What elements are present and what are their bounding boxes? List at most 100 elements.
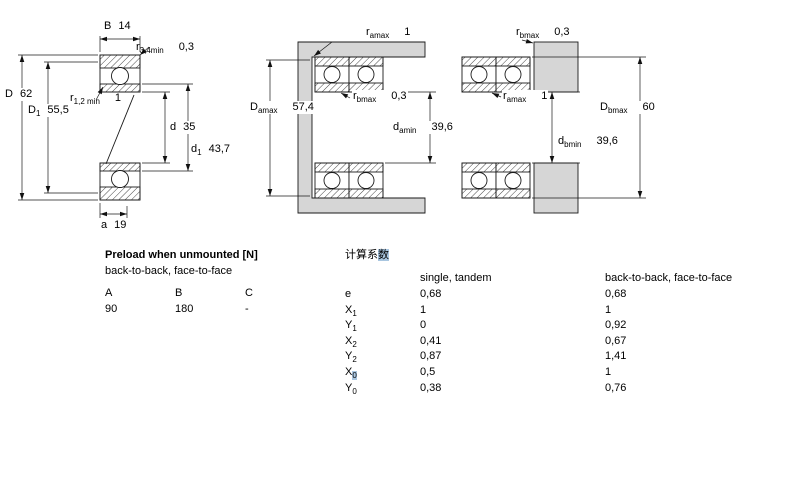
dim-symbol: r [136,41,140,53]
factor-value-single: 0,68 [420,288,442,300]
factor-value-single: 0,41 [420,334,442,347]
dim-value: 19 [114,219,127,231]
dim-subscript: bmax [356,95,377,104]
factor-value-paired: 0,76 [605,381,627,394]
factor-value-paired: 0,92 [605,319,627,332]
left-bearing-drawing [18,36,193,218]
dim-label-da-min: damin 39,6 [392,121,454,135]
factor-row-y1: Y1 0 0,92 [345,319,626,335]
dim-label-da-max: Damax 57,4 [249,101,315,115]
factor-label: e [345,288,352,300]
factors-title-highlight: 数 [378,249,389,261]
dim-value: 14 [118,20,131,32]
dim-symbol: r [516,26,520,38]
factor-row-y0: Y0 0,38 0,76 [345,382,626,398]
dim-value: 39,6 [431,121,453,133]
dim-symbol: B [104,20,112,32]
factor-value-single: 0 [420,319,427,332]
dim-subscript: bmax [519,31,540,40]
dim-symbol: D [28,104,36,116]
factor-value-paired: 1,41 [605,350,627,363]
dim-symbol: D [600,101,608,113]
preload-table: A B C 90 180 - [105,287,335,316]
factors-title: 计算系数 [345,249,389,262]
dim-subscript: amax [369,31,390,40]
dim-value: 0,3 [391,90,407,102]
preload-subtitle: back-to-back, face-to-face [105,265,233,277]
preload-col-b-header: B [175,287,183,299]
dim-symbol: D [5,88,13,100]
factors-header-single-tandem: single, tandem [420,272,492,284]
dim-subscript: 1 [197,148,202,157]
preload-col-a-header: A [105,287,113,299]
preload-section: Preload when unmounted [N] back-to-back,… [105,249,335,316]
dim-value: 55,5 [47,104,69,116]
preload-title: Preload when unmounted [N] [105,249,258,261]
dim-symbol: d [170,121,177,133]
dim-subscript: amin [399,126,417,135]
factor-row-x2: X2 0,41 0,67 [345,335,626,351]
dim-value: 57,4 [292,101,314,113]
factor-label: Y0 [345,381,357,396]
factor-value-paired: 1 [605,303,612,316]
dim-label-ra-max: ramax 1 [366,26,411,40]
dim-value: 60 [642,101,655,113]
factor-label: X0 [345,365,357,380]
dim-symbol: r [70,92,74,104]
dim-value: 0,3 [178,41,194,53]
dim-subscript: bmin [564,140,582,149]
dim-subscript: bmax [607,106,628,115]
factor-row-y2: Y2 0,87 1,41 [345,350,626,366]
factors-header-btb-ftf: back-to-back, face-to-face [605,272,733,284]
dim-label-bore-diameter: d 35 [169,121,197,134]
preload-value-b: 180 [175,303,194,315]
factor-label: X2 [345,334,357,349]
preload-value-a: 90 [105,303,118,315]
preload-col-c-header: C [245,287,253,299]
dim-label-db-max: Dbmax 60 [599,101,656,115]
factor-label: Y1 [345,319,357,334]
factor-row-x1: X1 1 1 [345,304,626,320]
factor-value-single: 0,5 [420,365,436,378]
dim-value: 1 [114,92,122,104]
dim-symbol: r [366,26,370,38]
dim-symbol: r [503,90,507,102]
dim-label-outer-diameter: D 62 [4,88,34,101]
dim-value: 1 [541,90,548,102]
dim-value: 35 [183,121,196,133]
factor-value-paired: 1 [605,365,612,378]
factor-value-single: 1 [420,303,427,316]
dim-value: 43,7 [208,143,230,155]
preload-value-c: - [245,303,249,315]
dim-value: 1 [404,26,411,38]
factor-row-e: e 0,68 0,68 [345,288,626,304]
dim-symbol: d [393,121,400,133]
factor-label: X1 [345,303,357,318]
dim-label-d1-outer-shoulder: D1 55,5 [27,104,70,118]
dim-label-width-b: B 14 [104,20,131,33]
dim-subscript: 1 [35,109,41,118]
factor-value-single: 0,38 [420,381,442,394]
dim-symbol: a [101,219,108,231]
factor-value-paired: 0,68 [605,288,627,300]
dim-symbol: D [250,101,258,113]
dim-value: 39,6 [596,135,618,147]
factor-value-single: 0,87 [420,350,442,363]
middle-mounting-drawing [266,41,436,214]
factor-value-paired: 0,67 [605,334,627,347]
dim-value: 0,3 [554,26,570,38]
factor-row-x0: X0 0,5 1 [345,366,626,382]
factors-table: e 0,68 0,68 X1 1 1 Y1 0 0,92 X2 0,41 0,6… [345,288,626,397]
dim-subscript: amax [257,106,278,115]
factor-label: Y2 [345,350,357,365]
dim-label-rb-max-top: rbmax 0,3 [516,26,570,40]
dim-symbol: r [353,90,357,102]
dim-value: 62 [19,88,33,100]
